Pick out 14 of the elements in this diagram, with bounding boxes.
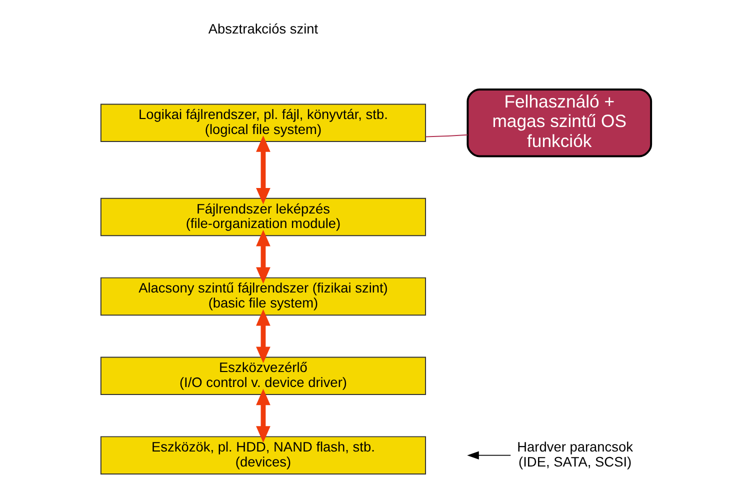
node-box: Logikai fájlrendszer, pl. fájl, könyvtár, stb. (logical file system) [100, 104, 426, 142]
node-box: Alacsony szintű fájlrendszer (fizikai szint) (basic file system) [100, 277, 426, 316]
arrow [256, 309, 270, 364]
arrow [256, 136, 270, 204]
label: Absztrakciós szint [208, 21, 318, 36]
node-box: Eszközvezérlő (I/O control v. device driver) [100, 356, 426, 395]
arrow [467, 451, 512, 460]
arrow [256, 230, 270, 284]
node-box: Eszközök, pl. HDD, NAND flash, stb. (devices) [100, 436, 426, 474]
node-box: Felhasználó + magas szintű OS funkciók [466, 88, 652, 158]
connector [425, 134, 468, 138]
node-box: Fájlrendszer leképzés (file-organization module) [100, 198, 426, 236]
arrow [256, 388, 270, 443]
node-text: Hardver parancsok (IDE, SATA, SCSI) [517, 440, 634, 470]
